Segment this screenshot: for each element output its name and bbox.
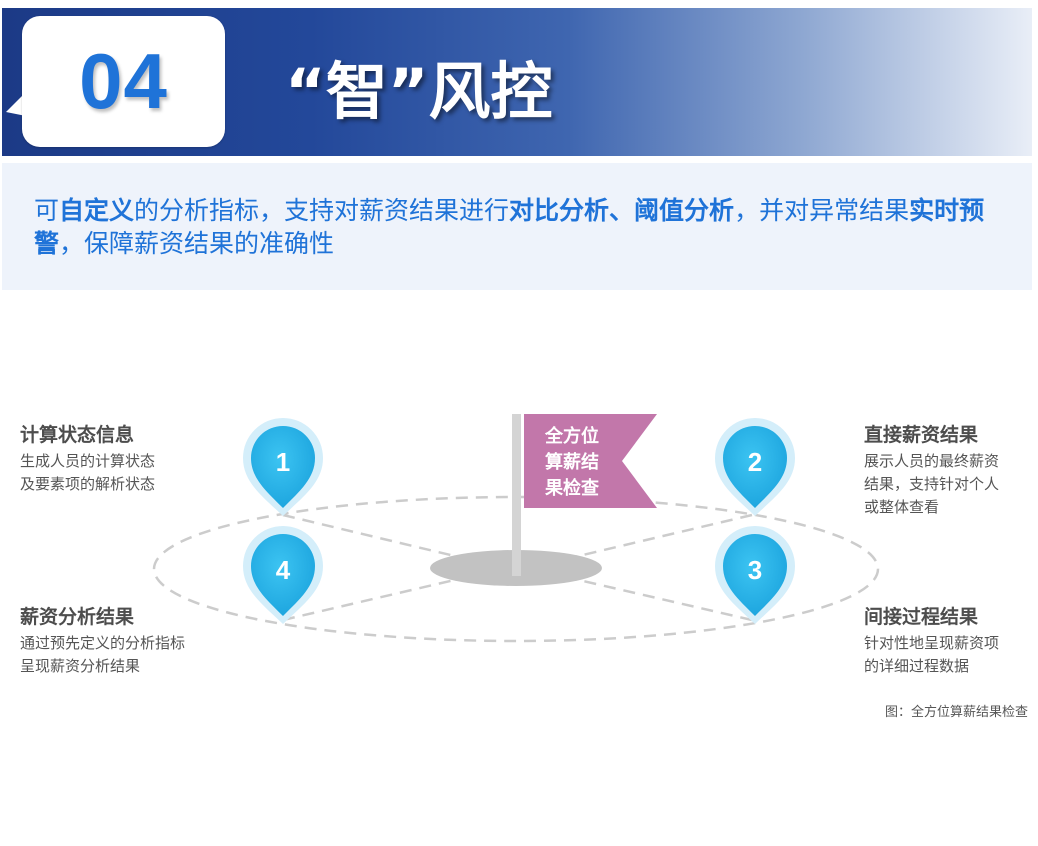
item-2-title: 直接薪资结果	[864, 424, 979, 446]
flag-label-line: 果检查	[545, 478, 599, 499]
desc-part: 可	[34, 196, 60, 225]
item-1-desc: 生成人员的计算状态 及要素项的解析状态	[20, 450, 155, 496]
connector-line	[282, 513, 464, 560]
desc-part: ，保障薪资结果的准确性	[59, 229, 335, 258]
item-2-desc-line: 或整体查看	[864, 498, 940, 516]
item-4-desc-line: 通过预先定义的分析指标	[20, 634, 186, 652]
desc-part-bold: 实时预警	[34, 196, 985, 258]
item-1-desc-line: 生成人员的计算状态	[20, 452, 156, 470]
flag-label-line: 算薪结	[545, 452, 599, 473]
section-number: 04	[79, 37, 168, 125]
item-4-desc-line: 呈现薪资分析结果	[20, 657, 141, 675]
item-3-desc-line: 针对性地呈现薪资项	[864, 634, 1000, 652]
item-2-desc: 展示人员的最终薪资 结果，支持针对个人 或整体查看	[864, 450, 999, 519]
pin-number-2: 2	[747, 447, 763, 477]
item-1-title: 计算状态信息	[20, 424, 135, 446]
desc-part: 的分析指标，支持对薪资结果进行	[134, 196, 510, 225]
desc-part-bold: 自定义	[59, 196, 135, 225]
item-2-desc-line: 结果，支持针对个人	[864, 475, 1000, 493]
desc-part: ，并对异常结果	[734, 196, 910, 225]
pin-4	[243, 525, 324, 624]
pin-2	[715, 418, 795, 516]
pin-number-1: 1	[275, 447, 291, 477]
item-1-desc-line: 及要素项的解析状态	[20, 475, 156, 493]
desc-part-bold: 对比分析、阈值分析	[509, 196, 735, 225]
pin-3	[715, 526, 795, 624]
item-3-desc-line: 的详细过程数据	[864, 657, 970, 675]
pin-number-4: 4	[275, 555, 291, 585]
connector-line	[569, 513, 753, 560]
item-4-desc: 通过预先定义的分析指标 呈现薪资分析结果	[20, 632, 185, 678]
description-box	[2, 163, 1032, 290]
flag-pole	[512, 414, 521, 576]
flag-banner	[524, 414, 657, 508]
description-text: 可自定义的分析指标，支持对薪资结果进行对比分析、阈值分析，并对异常结果实时预警，…	[34, 194, 1014, 260]
flag-label-line: 全方位	[545, 426, 599, 447]
pin-1	[243, 417, 324, 516]
orbit-ellipse	[152, 495, 880, 643]
connector-line	[282, 576, 464, 622]
figure-caption: 图：全方位算薪结果检查	[884, 705, 1028, 720]
item-2-desc-line: 展示人员的最终薪资	[864, 452, 1000, 470]
section-title: “智”风控	[285, 55, 553, 128]
number-card	[22, 16, 225, 147]
item-3-title: 间接过程结果	[864, 606, 979, 628]
item-3-desc: 针对性地呈现薪资项 的详细过程数据	[864, 632, 999, 678]
connector-line	[569, 576, 753, 622]
flag-label: 全方位 算薪结 果检查	[524, 424, 620, 502]
item-4-title: 薪资分析结果	[20, 606, 135, 628]
pin-number-3: 3	[747, 555, 763, 585]
